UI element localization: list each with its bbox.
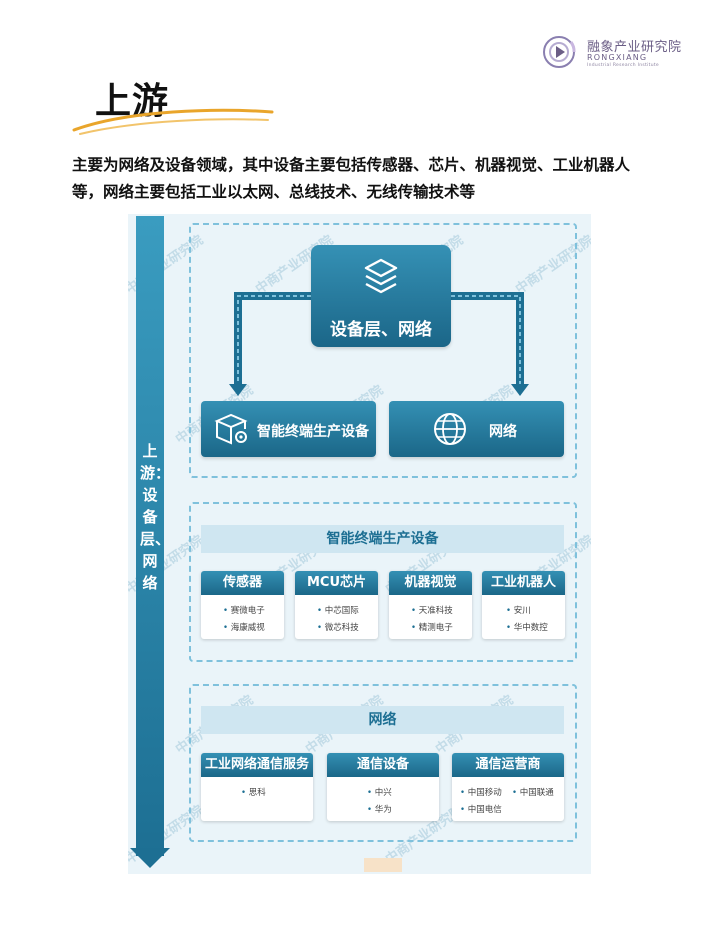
title-underline-swoosh (72, 108, 274, 135)
card-title: 机器视觉 (389, 571, 472, 595)
list-item: 思科 (241, 786, 266, 798)
card-title: 传感器 (201, 571, 284, 595)
list-item: 海康威视 (223, 621, 265, 633)
card-communication-equipment: 通信设备 中兴 华为 (327, 753, 439, 821)
card-sensor: 传感器 赛微电子 海康威视 (201, 571, 284, 639)
card-items: 中芯国际 微芯科技 (295, 595, 378, 633)
list-item: 精测电子 (411, 621, 453, 633)
side-axis-arrow (130, 848, 170, 868)
layers-icon (364, 258, 398, 294)
box-gear-icon (214, 413, 248, 445)
globe-icon (434, 413, 466, 445)
list-item: 中国电信 (460, 803, 502, 815)
node-smart-terminal-label: 智能终端生产设备 (257, 424, 369, 440)
top-node-device-network: 设备层、网络 (311, 245, 451, 347)
list-item: 天准科技 (411, 604, 453, 616)
side-axis-label: 上游：设备层、网络 (140, 442, 171, 592)
card-title: 通信设备 (327, 753, 439, 777)
list-item: 微芯科技 (317, 621, 359, 633)
section-device-network (189, 223, 577, 478)
node-network: 网络 (389, 401, 564, 457)
section-network (189, 684, 577, 842)
card-items: 中兴 华为 (327, 777, 439, 815)
card-industrial-robot: 工业机器人 安川 华中数控 (482, 571, 565, 639)
card-machine-vision: 机器视觉 天准科技 精测电子 (389, 571, 472, 639)
footer-tab (364, 858, 402, 872)
node-network-label: 网络 (489, 424, 517, 440)
card-title: 工业网络通信服务 (201, 753, 313, 777)
list-item: 中兴 (367, 786, 392, 798)
list-item: 赛微电子 (223, 604, 265, 616)
card-items: 安川 华中数控 (482, 595, 565, 633)
intro-paragraph: 主要为网络及设备领域，其中设备主要包括传感器、芯片、机器视觉、工业机器人等，网络… (72, 156, 631, 201)
card-mcu: MCU芯片 中芯国际 微芯科技 (295, 571, 378, 639)
card-title: 通信运营商 (452, 753, 564, 777)
section-network-title: 网络 (201, 706, 564, 734)
list-item: 中国联通 (512, 786, 554, 798)
card-telecom-operator: 通信运营商 中国移动 中国联通 中国电信 (452, 753, 564, 821)
card-industrial-network-service: 工业网络通信服务 思科 (201, 753, 313, 821)
node-smart-terminal: 智能终端生产设备 (201, 401, 376, 457)
list-item: 中国移动 (460, 786, 502, 798)
card-items: 中国移动 中国联通 中国电信 (452, 777, 564, 815)
logo-name: 融象产业研究院 (587, 40, 682, 55)
logo-mark-icon (543, 36, 576, 68)
card-title: MCU芯片 (295, 571, 378, 595)
card-title: 工业机器人 (482, 571, 565, 595)
card-items: 天准科技 精测电子 (389, 595, 472, 633)
list-item: 安川 (506, 604, 531, 616)
section-devices-title: 智能终端生产设备 (201, 525, 564, 553)
section-devices (189, 502, 577, 662)
side-axis-bar (136, 216, 164, 856)
top-node-label: 设备层、网络 (330, 320, 432, 340)
list-item: 中芯国际 (317, 604, 359, 616)
logo-subtitle: Industrial Research Institute (587, 63, 659, 68)
card-items: 赛微电子 海康威视 (201, 595, 284, 633)
logo-name-en: RONGXIANG (587, 53, 648, 62)
brand-logo: 融象产业研究院 RONGXIANG Industrial Research In… (541, 32, 691, 72)
list-item: 华为 (367, 803, 392, 815)
card-items: 思科 (201, 777, 313, 798)
list-item: 华中数控 (506, 621, 548, 633)
